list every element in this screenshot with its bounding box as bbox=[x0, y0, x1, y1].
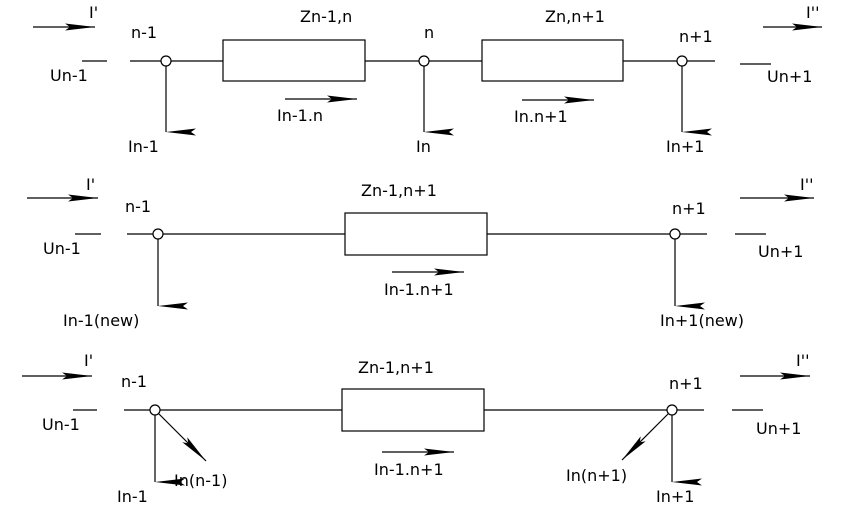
bottom-node-left bbox=[149, 404, 161, 416]
middle-node-right bbox=[669, 228, 681, 240]
middle-load-right-label: In+1(new) bbox=[660, 311, 744, 330]
middle-outgoing-current-label: I'' bbox=[800, 175, 814, 194]
middle-network: I' I'' Un-1 Un+1 Zn-1,n+1 n-1 n+1 In-1(n… bbox=[27, 175, 814, 330]
middle-incoming-current-label: I' bbox=[86, 175, 95, 194]
top-impedance-left-label: Zn-1,n bbox=[300, 7, 352, 26]
middle-impedance-box bbox=[344, 212, 488, 256]
middle-node-left-label: n-1 bbox=[125, 197, 151, 216]
top-impedance-right-label: Zn,n+1 bbox=[545, 7, 605, 26]
middle-voltage-left-label: Un-1 bbox=[43, 239, 81, 258]
top-network: I' I'' Un-1 Un+1 Zn-1,n Zn,n+1 n-1 n n+1… bbox=[33, 3, 822, 156]
bottom-split-left-label: In(n-1) bbox=[174, 471, 227, 490]
top-node-right-label: n+1 bbox=[679, 27, 713, 46]
top-load-mid-label: In bbox=[416, 137, 431, 156]
top-voltage-left-label: Un-1 bbox=[50, 66, 88, 85]
bottom-node-right bbox=[666, 404, 678, 416]
bottom-split-right-label: In(n+1) bbox=[566, 466, 627, 485]
bottom-load-right-label: In+1 bbox=[656, 487, 694, 506]
bottom-split-right-arrow bbox=[621, 413, 669, 461]
bottom-incoming-current-label: I' bbox=[84, 351, 93, 370]
top-branch-current-right-label: In.n+1 bbox=[514, 107, 568, 126]
top-outgoing-current-label: I'' bbox=[806, 3, 820, 22]
top-load-left-label: In-1 bbox=[128, 137, 159, 156]
bottom-branch-current-label: In-1.n+1 bbox=[374, 460, 444, 479]
middle-branch-current-label: In-1.n+1 bbox=[384, 280, 454, 299]
top-voltage-right-label: Un+1 bbox=[767, 67, 812, 86]
bottom-node-left-label: n-1 bbox=[121, 372, 147, 391]
bottom-voltage-left-label: Un-1 bbox=[42, 415, 80, 434]
middle-load-left-label: In-1(new) bbox=[63, 311, 139, 330]
top-node-mid bbox=[418, 55, 430, 67]
top-incoming-current-label: I' bbox=[89, 3, 98, 22]
bottom-split-left-arrow bbox=[158, 413, 207, 462]
top-node-left-label: n-1 bbox=[131, 23, 157, 42]
bottom-voltage-right-label: Un+1 bbox=[756, 419, 801, 438]
top-load-right-label: In+1 bbox=[666, 137, 704, 156]
middle-node-right-label: n+1 bbox=[672, 199, 706, 218]
middle-node-left bbox=[152, 228, 164, 240]
top-node-right bbox=[676, 55, 688, 67]
top-impedance-left-box bbox=[222, 39, 366, 82]
middle-voltage-right-label: Un+1 bbox=[758, 242, 803, 261]
top-impedance-right-box bbox=[481, 39, 624, 82]
bottom-impedance-label: Zn-1,n+1 bbox=[358, 358, 434, 377]
bottom-node-right-label: n+1 bbox=[669, 374, 703, 393]
top-branch-current-left-label: In-1.n bbox=[277, 106, 323, 125]
bottom-load-left-label: In-1 bbox=[117, 487, 148, 506]
middle-impedance-label: Zn-1,n+1 bbox=[361, 181, 437, 200]
top-node-mid-label: n bbox=[424, 23, 434, 42]
bottom-network: I' I'' Un-1 Un+1 Zn-1,n+1 n-1 n+1 In-1 I… bbox=[22, 351, 810, 506]
bottom-outgoing-current-label: I'' bbox=[796, 351, 810, 370]
top-node-left bbox=[160, 55, 172, 67]
bottom-impedance-box bbox=[341, 388, 485, 432]
